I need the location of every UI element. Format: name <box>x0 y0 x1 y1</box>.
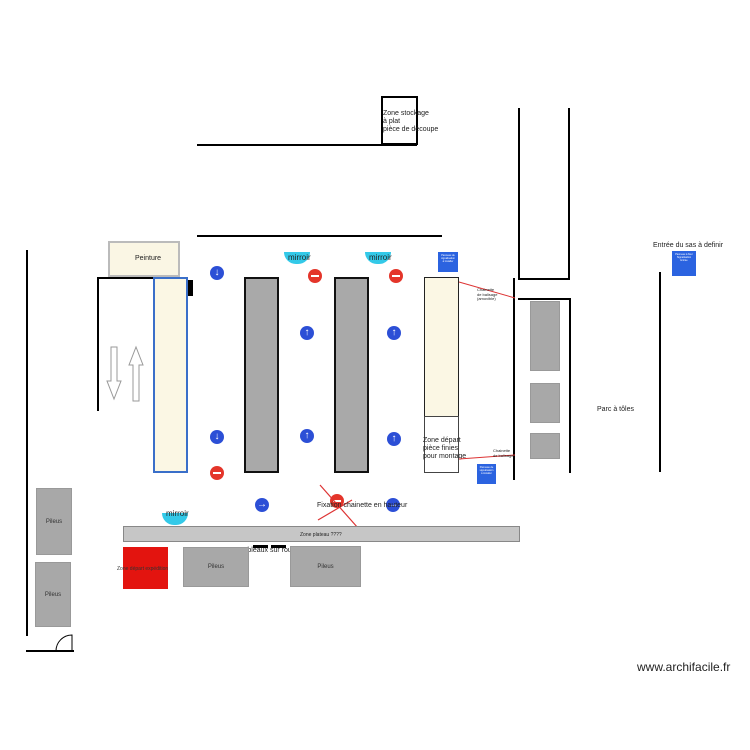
no-entry-icon <box>389 269 403 283</box>
chain-line <box>317 499 353 521</box>
arrow-up-icon: ↑ <box>387 432 401 446</box>
parc-toles-label: Parc à tôles <box>597 406 634 413</box>
corridor-right-mid <box>518 278 570 280</box>
corridor-right-top-2 <box>568 108 570 280</box>
arrow-down-icon: ↓ <box>210 430 224 444</box>
chainette-label: Chainette de balisage (amovible) <box>477 287 498 301</box>
no-entry-icon <box>330 494 344 508</box>
door-icon <box>55 634 73 652</box>
mirror-label: mirroir <box>288 253 311 262</box>
rack-grey-1 <box>244 277 279 473</box>
arrow-right-icon: → <box>386 498 400 512</box>
pileus-label: Pileus <box>44 591 62 598</box>
parc-right-vertical <box>569 298 571 473</box>
zone-depart-label: Zone départ pièce finies pour montage <box>423 437 467 460</box>
zone-depart-box <box>424 416 459 473</box>
rack-cream-right <box>424 277 459 417</box>
hall-left-vertical <box>97 277 99 411</box>
up-arrow-shape <box>128 345 144 402</box>
pileus-rack: Pileus <box>183 547 249 587</box>
entree-sas-label: Entrée du sas à definir <box>653 242 724 249</box>
sheet-rack-3 <box>530 433 560 459</box>
sheet-rack-1 <box>530 301 560 371</box>
rack-left-black-tab <box>188 280 193 296</box>
inner-top-wall <box>197 235 442 237</box>
left-wall <box>26 250 28 636</box>
arrow-right-icon: → <box>255 498 269 512</box>
pileus-label: Pileus <box>45 518 63 525</box>
far-right-vertical <box>659 272 661 472</box>
parc-left-vertical <box>513 278 515 480</box>
mirror-icon <box>365 252 391 264</box>
chain-line <box>458 454 516 460</box>
arrow-up-icon: ↑ <box>300 429 314 443</box>
mirror-label: mirroir <box>166 509 189 518</box>
parc-top-line <box>518 298 570 300</box>
circulation-arrows <box>106 345 144 402</box>
plateau-label: Zone plateau ???? <box>300 532 342 538</box>
chain-line <box>319 484 359 529</box>
plateau-bar <box>123 526 520 542</box>
arrow-up-icon: ↑ <box>300 326 314 340</box>
bottom-left-wall <box>26 650 74 652</box>
tableaux-mark-1 <box>253 545 268 548</box>
arrow-down-icon: ↓ <box>210 266 224 280</box>
door-swing <box>55 634 73 652</box>
no-entry-icon <box>210 466 224 480</box>
mirror-icon <box>162 513 188 525</box>
storage-zone <box>381 96 418 145</box>
pileus-rack: Pileus <box>36 488 72 555</box>
corridor-right-top-1 <box>518 108 520 280</box>
tableaux-mark-2 <box>271 545 286 548</box>
pileus-label: Pileus <box>317 563 334 570</box>
no-entry-icon <box>308 269 322 283</box>
top-wall <box>197 144 417 146</box>
signage-panel: Panneau de signalisation à installer <box>438 252 458 272</box>
storage-zone-label: Zone stockage à plat pièce de découpe <box>383 110 439 133</box>
signage-panel: Panneau à fixer Signalisation Entrée <box>672 251 696 276</box>
signage-panel: Panneau de signalisation à installer <box>477 464 496 484</box>
pileus-label: Pileus <box>207 564 225 570</box>
fixation-label: Fixation chainette en hauteur <box>317 502 408 509</box>
mirror-icon <box>284 252 310 264</box>
rack-cream-left <box>153 277 188 473</box>
mirror-label: mirroir <box>369 253 392 262</box>
pileus-rack: Pileus <box>35 562 71 627</box>
paint-zone <box>108 241 180 277</box>
down-arrow-shape <box>106 346 122 401</box>
red-zone <box>123 547 168 589</box>
chainette-label-2: Chainette de balisage <box>493 448 514 458</box>
hall-top-line <box>97 277 154 279</box>
pileus-rack: Pileus <box>290 546 361 587</box>
chain-line <box>458 281 516 299</box>
red-zone-label: Zone départ expédition <box>117 566 169 572</box>
sheet-rack-2 <box>530 383 560 423</box>
paint-zone-label: Peinture <box>135 255 162 262</box>
arrow-up-icon: ↑ <box>387 326 401 340</box>
watermark: www.archifacile.fr <box>637 660 731 674</box>
rack-grey-2 <box>334 277 369 473</box>
